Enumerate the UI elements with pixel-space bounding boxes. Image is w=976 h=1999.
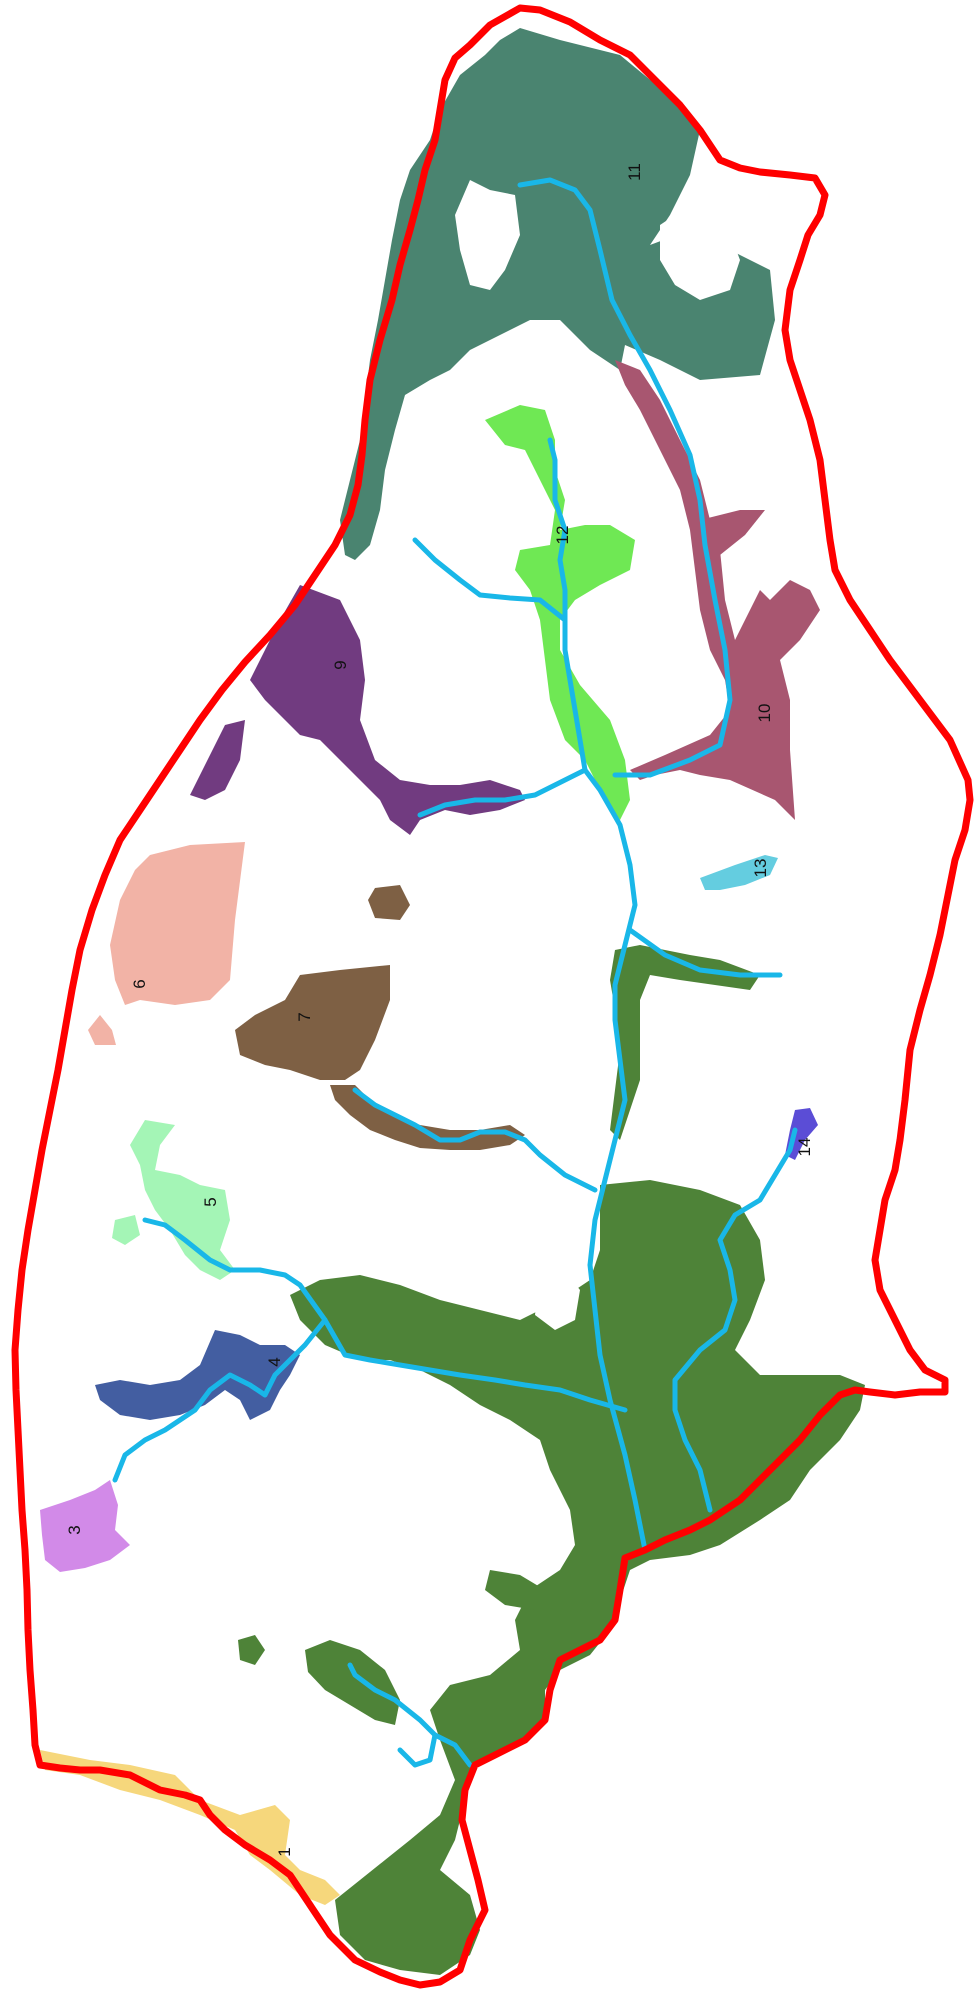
stream-trib-south bbox=[347, 1662, 473, 1768]
stream-trib-south-2 bbox=[397, 1732, 438, 1768]
zone-3-area bbox=[40, 1480, 130, 1572]
zone-9-clearing-2 bbox=[660, 190, 740, 300]
zone-1-polygon bbox=[40, 1750, 340, 1905]
zone-10-label: 10 bbox=[755, 704, 774, 723]
zone-7-small bbox=[368, 885, 410, 920]
zone-1-label: 1 bbox=[275, 1847, 294, 1856]
zone-8-label: 9 bbox=[331, 660, 350, 669]
zone-labels: 11 12 9 10 13 6 7 14 5 4 3 1 bbox=[65, 163, 814, 1857]
zone-11-polygon bbox=[485, 405, 635, 820]
zone-9-clearing bbox=[455, 180, 520, 290]
zone-14-strip-north bbox=[610, 945, 760, 1140]
stream-upper-east bbox=[517, 177, 733, 778]
zone-5-label: 5 bbox=[201, 1197, 220, 1206]
stream-main bbox=[582, 767, 648, 1553]
zone-11-label: 12 bbox=[553, 526, 572, 545]
stream-loop-west bbox=[412, 537, 568, 623]
zone-10-polygon bbox=[615, 360, 820, 820]
zone-1-area bbox=[40, 1750, 340, 1905]
zone-14-area bbox=[238, 945, 865, 1975]
zone-4-polygon bbox=[95, 1330, 300, 1420]
zone-11-area bbox=[485, 405, 635, 820]
zone-12-area bbox=[700, 855, 778, 890]
zone-6-fragment bbox=[88, 1015, 116, 1045]
zone-5-area bbox=[112, 1120, 235, 1280]
zone-5-polygon bbox=[130, 1120, 235, 1280]
zone-8-area bbox=[190, 585, 525, 835]
zone-4-area bbox=[95, 1330, 300, 1420]
stream-trib-14 bbox=[142, 1217, 628, 1413]
stream-trib-east-mid bbox=[627, 927, 783, 978]
zone-14-patch-3 bbox=[238, 1635, 265, 1665]
stream-trib-7 bbox=[352, 1087, 598, 1193]
zone-14-polygon bbox=[290, 1180, 865, 1975]
stream-upper-west bbox=[547, 437, 588, 773]
zone-14-patch-2 bbox=[305, 1640, 400, 1725]
watershed-boundary bbox=[11, 4, 974, 1989]
zone-8-polygon bbox=[250, 585, 525, 835]
stream-trib-8 bbox=[417, 767, 588, 818]
zone-7-polygon bbox=[235, 965, 390, 1080]
stream-trib-4 bbox=[112, 1317, 328, 1483]
zone-6-polygon bbox=[110, 842, 245, 1005]
zone-9-area bbox=[340, 28, 775, 560]
zone-4-label: 4 bbox=[265, 1357, 284, 1366]
zone-3-polygon bbox=[40, 1480, 130, 1572]
zone-6-label: 6 bbox=[130, 979, 149, 988]
zone-13-label: 14 bbox=[795, 1138, 814, 1157]
zone-14-patch bbox=[485, 1570, 545, 1610]
zone-7-label: 7 bbox=[295, 1012, 314, 1021]
stream-network bbox=[112, 177, 798, 1768]
zone-6-area bbox=[88, 842, 245, 1045]
zone-14-clearing bbox=[535, 1265, 580, 1330]
zone-10-area bbox=[615, 360, 820, 820]
zone-9-label: 11 bbox=[625, 163, 644, 181]
zone-5-fragment bbox=[112, 1215, 140, 1245]
zone-9-clearing-3 bbox=[392, 460, 435, 520]
zone-8-strip bbox=[190, 720, 245, 800]
zone-12-polygon bbox=[700, 855, 778, 890]
zone-12-label: 13 bbox=[751, 859, 770, 878]
stream-trib-13 bbox=[672, 1127, 798, 1513]
zone-9-polygon bbox=[340, 28, 775, 560]
zone-10-spur bbox=[700, 510, 765, 560]
zone-3-label: 3 bbox=[65, 1525, 84, 1534]
